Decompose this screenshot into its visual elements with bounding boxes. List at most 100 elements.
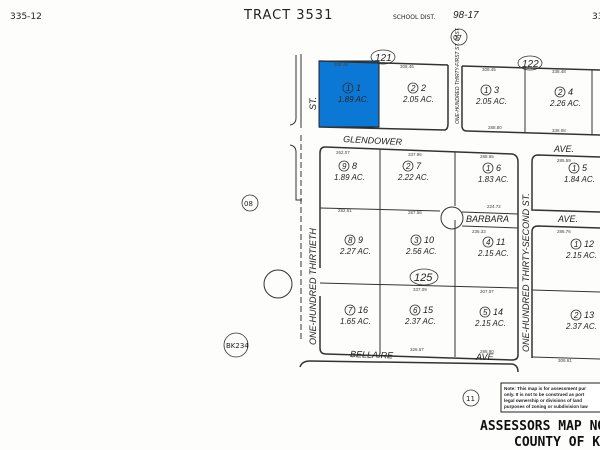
parcel-lines <box>263 54 600 373</box>
block-125: 125 <box>414 272 433 284</box>
parcel-circle <box>342 82 354 94</box>
lot-acreage: 1.89 AC. <box>338 95 369 104</box>
lot-number: 14 <box>493 307 503 317</box>
lot-11[interactable]: 11 4 2.15 AC. <box>477 236 509 258</box>
school-dist-label: SCHOOL DIST. <box>393 14 435 21</box>
dim: 286.76 <box>557 229 571 234</box>
lot-14[interactable]: 14 5 2.15 AC. <box>474 306 506 328</box>
dim: 287.56 <box>408 210 422 215</box>
lot-8[interactable]: 891.89 AC. <box>334 160 365 182</box>
parcel-number: 4 <box>486 238 491 247</box>
parcel-number: 3 <box>414 236 419 245</box>
block-11: 11 <box>466 395 475 403</box>
block-125-circle <box>409 268 439 286</box>
dim: 262.07 <box>336 150 350 155</box>
parcel-circle <box>344 304 356 316</box>
lot-5[interactable]: 51 1.84 AC. <box>564 162 595 184</box>
street-132nd: ONE-HUNDRED THIRTY-SECOND ST. <box>521 193 531 352</box>
lot-number: 9 <box>358 235 363 245</box>
county-title: COUNTY OF KE <box>514 435 600 450</box>
street-131st: ONE-HUNDRED THIRTY-FIRST ST. EAST <box>455 27 461 124</box>
dim: 306.61 <box>558 358 572 363</box>
block-08-circle <box>241 194 259 212</box>
street-glendower: GLENDOWER <box>343 134 403 147</box>
parcel-circle <box>407 82 419 94</box>
lot-acreage: 1.84 AC. <box>564 175 595 184</box>
lot-acreage: 2.22 AC. <box>397 173 429 182</box>
dim: 308.45 <box>482 67 496 72</box>
block-122: 122 <box>522 59 539 70</box>
dim: 307.07 <box>480 289 494 294</box>
parcel-circle <box>344 234 356 246</box>
parcel-number: 6 <box>413 306 418 315</box>
dim: 308.46 <box>400 64 414 69</box>
parcel-circle <box>570 309 582 321</box>
note-line-3: legal ownership or divisions of land <box>504 398 582 403</box>
dim: 338.08 <box>552 128 566 133</box>
parcel-number: 7 <box>348 306 353 315</box>
lot-acreage: 2.15 AC. <box>477 249 509 258</box>
parcel-number: 1 <box>572 164 576 173</box>
parcel-circle <box>554 86 566 98</box>
highlighted-parcel[interactable] <box>318 60 380 128</box>
note-line-1: Note: This map is for assessment pur <box>504 386 586 391</box>
dim: 288.65 <box>480 154 494 159</box>
dim: 326.67 <box>410 347 424 352</box>
lot-number: 3 <box>494 85 499 95</box>
lot-acreage: 1.89 AC. <box>334 173 365 182</box>
dim: 338.48 <box>552 69 566 74</box>
street-barbara-ave: AVE. <box>557 214 578 224</box>
block-11-circle <box>462 389 480 407</box>
lot-number: 5 <box>582 163 588 173</box>
lot-7[interactable]: 722.22 AC. <box>397 160 429 182</box>
assessors-map-title: ASSESSORS MAP NO... <box>480 419 600 434</box>
parcel-circle <box>479 306 491 318</box>
lots: 111.89 AC.222.05 AC.312.05 AC.422.26 AC.… <box>334 82 597 331</box>
parcel-number: 8 <box>348 236 353 245</box>
street-130th-suffix: ST. <box>308 97 318 110</box>
parcel-circle <box>482 162 494 174</box>
lot-3[interactable]: 312.05 AC. <box>475 84 507 106</box>
lot-number: 2 <box>420 83 426 93</box>
parcel-circle <box>480 84 492 96</box>
parcel-number: 1 <box>486 164 490 173</box>
parcel-number: 2 <box>573 311 579 320</box>
lot-4[interactable]: 42 2.26 AC. <box>549 86 581 108</box>
block-121: 121 <box>375 53 392 64</box>
lot-acreage: 2.15 AC. <box>474 319 506 328</box>
parcel-circle <box>338 160 350 172</box>
parcel-number: 1 <box>574 240 578 249</box>
lot-number: 11 <box>496 237 505 247</box>
lot-9[interactable]: 982.27 AC. <box>339 234 371 256</box>
parcel-number: 2 <box>557 88 563 97</box>
lot-acreage: 2.37 AC. <box>404 317 436 326</box>
parcel-number: 5 <box>483 308 488 317</box>
lot-1[interactable]: 111.89 AC. <box>338 82 369 104</box>
lot-acreage: 2.26 AC. <box>549 99 581 108</box>
lot-acreage: 2.05 AC. <box>402 95 434 104</box>
parcel-circle <box>482 236 494 248</box>
lot-number: 4 <box>568 87 573 97</box>
lot-acreage: 2.05 AC. <box>475 97 507 106</box>
lot-6[interactable]: 611.83 AC. <box>478 162 509 184</box>
lot-number: 1 <box>356 83 361 93</box>
tract-title: TRACT 3531 <box>243 8 333 23</box>
lot-acreage: 2.56 AC. <box>405 247 437 256</box>
lot-2[interactable]: 22 2.05 AC. <box>402 82 434 104</box>
street-130th: ONE-HUNDRED THIRTIETH <box>308 228 318 345</box>
map-page-left: 335-12 <box>10 12 42 22</box>
lot-number: 7 <box>416 161 422 171</box>
parcel-circle <box>402 160 414 172</box>
lot-number: 6 <box>496 163 501 173</box>
parcel-number: 2 <box>410 84 416 93</box>
parcel-circle <box>570 238 582 250</box>
block-121-circle <box>370 49 396 65</box>
dim: 282.51 <box>338 208 352 213</box>
street-glendower-ave: AVE. <box>553 144 574 154</box>
